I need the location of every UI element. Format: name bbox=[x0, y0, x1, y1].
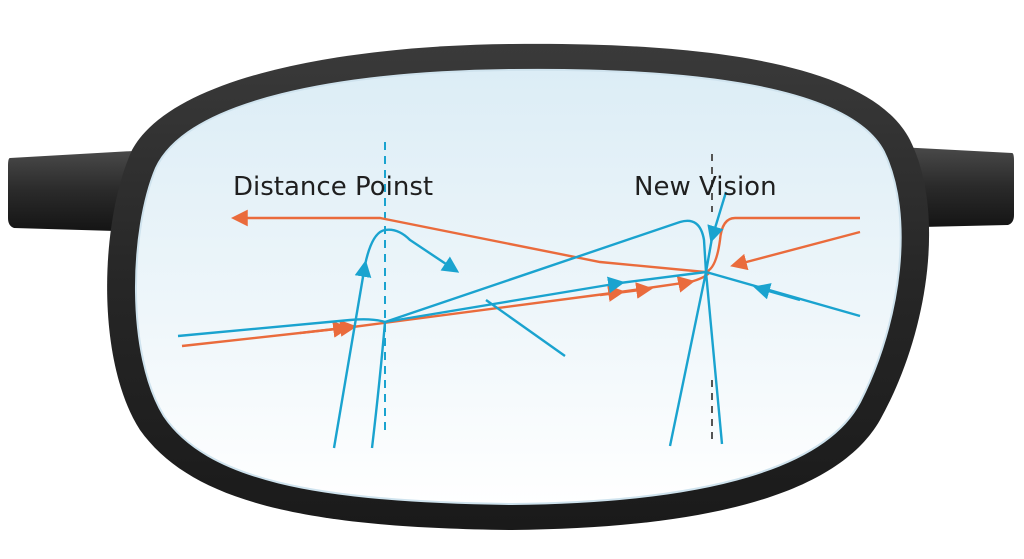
blue-ray-cross bbox=[619, 270, 707, 285]
new-vision-label: New Vision bbox=[634, 172, 777, 202]
orange-ray-bottom-arrow-1 bbox=[299, 320, 358, 337]
blue-ray-incoming-left bbox=[177, 318, 386, 338]
lens-edge-highlight bbox=[134, 68, 902, 506]
blue-ray-down-right bbox=[370, 321, 387, 449]
blue-ray-new-vision-entry bbox=[707, 191, 728, 243]
blue-ray-down-right-of-focus bbox=[704, 271, 724, 445]
blue-ray-lower-right-arrow bbox=[753, 283, 801, 302]
blue-ray-down-left-of-focus bbox=[668, 271, 708, 447]
distance-point-label: Distance Poinst bbox=[233, 172, 433, 202]
lens-glass bbox=[135, 69, 901, 504]
blue-ray-rise bbox=[384, 219, 708, 324]
blue-ray-to-new-vision bbox=[384, 276, 625, 324]
orange-ray-from-top-right bbox=[730, 230, 861, 271]
blue-ray-peak bbox=[332, 260, 372, 449]
blue-ray-peak-curve bbox=[363, 228, 460, 273]
blue-ray-diagonal-left bbox=[485, 299, 566, 357]
blue-ray-new-vision-focus bbox=[704, 237, 714, 273]
